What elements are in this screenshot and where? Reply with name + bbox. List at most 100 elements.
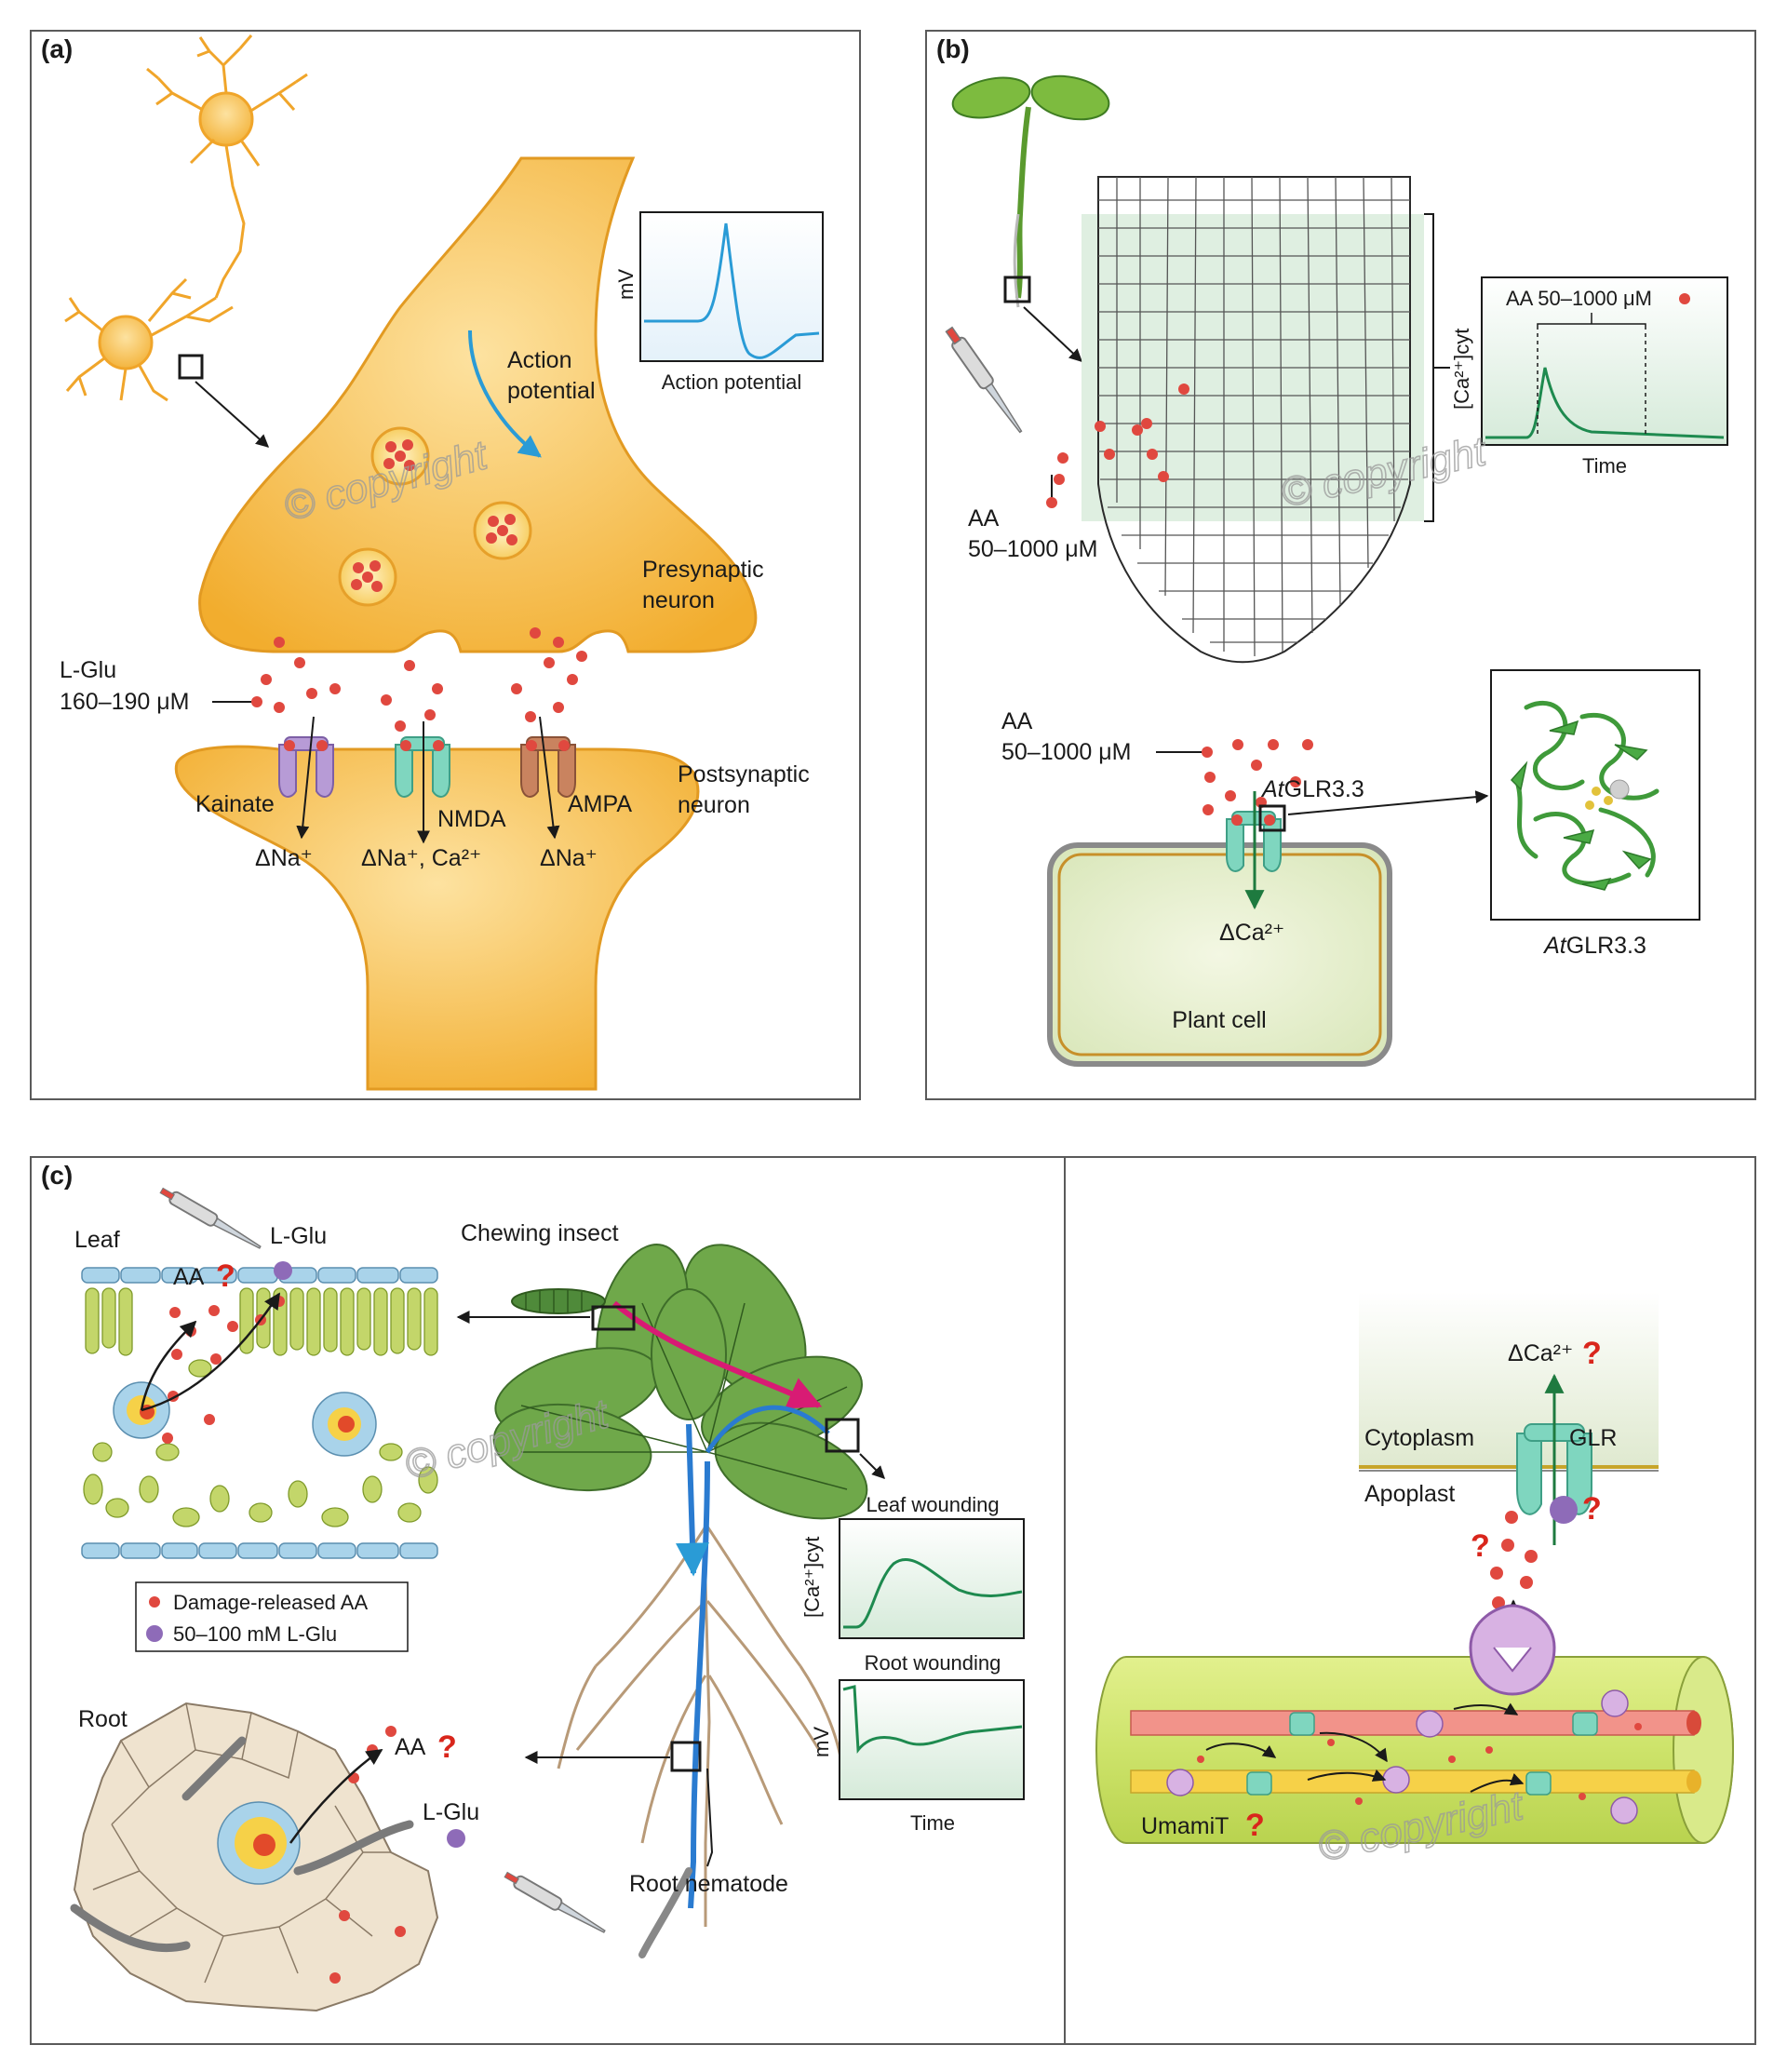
- aa-label-b-line1: AA: [968, 505, 1000, 531]
- glutamate-dots-a: [261, 627, 587, 732]
- aa-leaf-question: ?: [216, 1258, 235, 1294]
- action-potential-trace: [644, 222, 820, 359]
- root-wounding-title: Root wounding: [865, 1651, 1001, 1675]
- lglu-label-leaf: L-Glu: [270, 1223, 327, 1249]
- glr-bound-aa: [1505, 1511, 1518, 1524]
- receptor-glr: [1516, 1423, 1592, 1515]
- flux-arrow-ampa: [539, 716, 560, 840]
- receptor-flux-kainate: ΔNa⁺: [255, 845, 313, 871]
- phloem-tube: [1130, 1710, 1695, 1736]
- calcium-inset-dot: [1679, 293, 1690, 304]
- calcium-inset-xlabel: Time: [1582, 454, 1627, 478]
- panel-a: (a) Action potential mV: [41, 34, 824, 1091]
- wounding-xlabel: Time: [910, 1811, 955, 1835]
- membrane-scheme: ΔCa²⁺ ? Cytoplasm GLR Apoplast ? ?: [1095, 1292, 1734, 1872]
- calcium-inset-b: AA 50–1000 μM [Ca²⁺]cyt Time: [1450, 276, 1728, 478]
- panel-b-label: (b): [936, 34, 970, 63]
- ca-flux-label-b: ΔCa²⁺: [1219, 920, 1284, 946]
- root-cross-section: [70, 1702, 439, 2012]
- action-potential-label-line2: potential: [507, 378, 596, 404]
- chewing-insect-label: Chewing insect: [461, 1220, 619, 1246]
- lglu-sphere-root: [447, 1829, 465, 1848]
- plant-cell-label: Plant cell: [1172, 1007, 1266, 1033]
- cytoplasm-region: [1359, 1292, 1659, 1467]
- zoom-box-wound: [825, 1418, 860, 1453]
- zoom-box-a: [178, 354, 204, 380]
- pipette-b: [945, 326, 1023, 434]
- panel-c-label: (c): [41, 1161, 73, 1190]
- aa-root-question: ?: [437, 1729, 457, 1765]
- leaf-label: Leaf: [74, 1227, 120, 1253]
- zoom-box-leaf: [591, 1305, 636, 1331]
- plant-cell: [1047, 842, 1392, 1067]
- root-wounding-inset: mV: [810, 1679, 1025, 1800]
- root-wounding-trace: [842, 1685, 1023, 1754]
- glr-label: GLR: [1569, 1425, 1617, 1451]
- action-potential-inset: mV Action potential: [614, 211, 824, 394]
- xylem-tube: [1130, 1769, 1695, 1794]
- pipette-root: [504, 1871, 606, 1933]
- lglu-sphere-leaf: [274, 1261, 292, 1280]
- structure-arrow: [1287, 790, 1489, 815]
- seedling-drawing: [951, 74, 1110, 308]
- legend-aa-label: Damage-released AA: [173, 1591, 368, 1614]
- ca-flux-label-c: ΔCa²⁺: [1508, 1340, 1573, 1366]
- receptor-kainate: [278, 736, 334, 798]
- structure-caption: AtGLR3.3: [1542, 933, 1646, 959]
- legend-glu-swatch: [146, 1625, 163, 1642]
- receptor-flux-ampa: ΔNa⁺: [540, 845, 598, 871]
- flux-arrow-kainate: [296, 716, 315, 840]
- plant-cell-membrane: [1057, 853, 1382, 1056]
- calcium-trace-b: [1485, 367, 1725, 439]
- panel-c: (c) Leaf: [41, 1158, 1734, 2043]
- panel-a-label: (a): [41, 34, 73, 63]
- lglu-label-root: L-Glu: [423, 1799, 479, 1825]
- zoom-arrow-wound: [859, 1453, 885, 1479]
- root-label: Root: [78, 1706, 128, 1732]
- aa-leader-dot-b: [1046, 497, 1057, 508]
- pipette-leaf: [159, 1187, 262, 1249]
- vascular-bundle-right: [312, 1392, 377, 1457]
- zoom-arrow-b: [1023, 306, 1083, 362]
- zoom-box-root: [670, 1741, 702, 1772]
- legend-c: Damage-released AA 50–100 mM L-Glu: [135, 1581, 409, 1652]
- transporters-small: [1246, 1712, 1598, 1796]
- umamit-question: ?: [1245, 1808, 1265, 1843]
- leaf-wounding-trace: [843, 1557, 1023, 1629]
- presynaptic-label-line2: neuron: [642, 587, 715, 613]
- umamit-transporter-large: [1469, 1604, 1556, 1696]
- glu-question: ?: [1582, 1491, 1602, 1527]
- umamit-label: UmamiT: [1141, 1813, 1229, 1839]
- postsynaptic-label-line1: Postsynaptic: [678, 761, 810, 787]
- root-tip-drawing: [1054, 176, 1424, 664]
- chewing-insect: [511, 1288, 606, 1314]
- aa-label-b-line2: 50–1000 μM: [968, 536, 1098, 562]
- arabidopsis-plant: [492, 1244, 868, 1958]
- calcium-inset-title: AA 50–1000 μM: [1506, 287, 1652, 310]
- presynaptic-label-line1: Presynaptic: [642, 557, 764, 583]
- leaf-cross-section: [81, 1267, 438, 1559]
- receptor-ampa: [520, 736, 576, 798]
- presynaptic-neuron-body: [198, 156, 758, 653]
- aa-label-root: AA: [395, 1734, 426, 1760]
- legend-glu-label: 50–100 mM L-Glu: [173, 1622, 337, 1646]
- root-wounding-ylabel: mV: [810, 1727, 833, 1757]
- lglu-label-a-line2: 160–190 μM: [60, 689, 190, 715]
- synaptic-vesicles: [338, 426, 532, 607]
- postsynaptic-label-line2: neuron: [678, 792, 750, 818]
- umamit-transporters-small: [1166, 1689, 1638, 1824]
- receptor-name-ampa: AMPA: [568, 791, 632, 817]
- receptor-atglr33: [1226, 811, 1282, 872]
- aa2-label-b-line2: 50–1000 μM: [1001, 739, 1132, 765]
- leaf-wounding-ylabel: [Ca²⁺]cyt: [800, 1537, 824, 1618]
- zoom-box-receptor: [1258, 804, 1286, 832]
- legend-aa-swatch: [149, 1596, 160, 1608]
- receptor-flux-nmda: ΔNa⁺, Ca²⁺: [361, 845, 481, 871]
- cytoplasm-label: Cytoplasm: [1364, 1425, 1474, 1451]
- receptor-label-b: AtGLR3.3: [1260, 776, 1364, 802]
- neuron-drawing-bottom: [64, 277, 234, 402]
- calcium-inset-ylabel: [Ca²⁺]cyt: [1450, 329, 1473, 410]
- zoom-box-b: [1003, 276, 1031, 303]
- action-potential-arrow: [468, 330, 542, 458]
- receptor-name-nmda: NMDA: [437, 806, 506, 832]
